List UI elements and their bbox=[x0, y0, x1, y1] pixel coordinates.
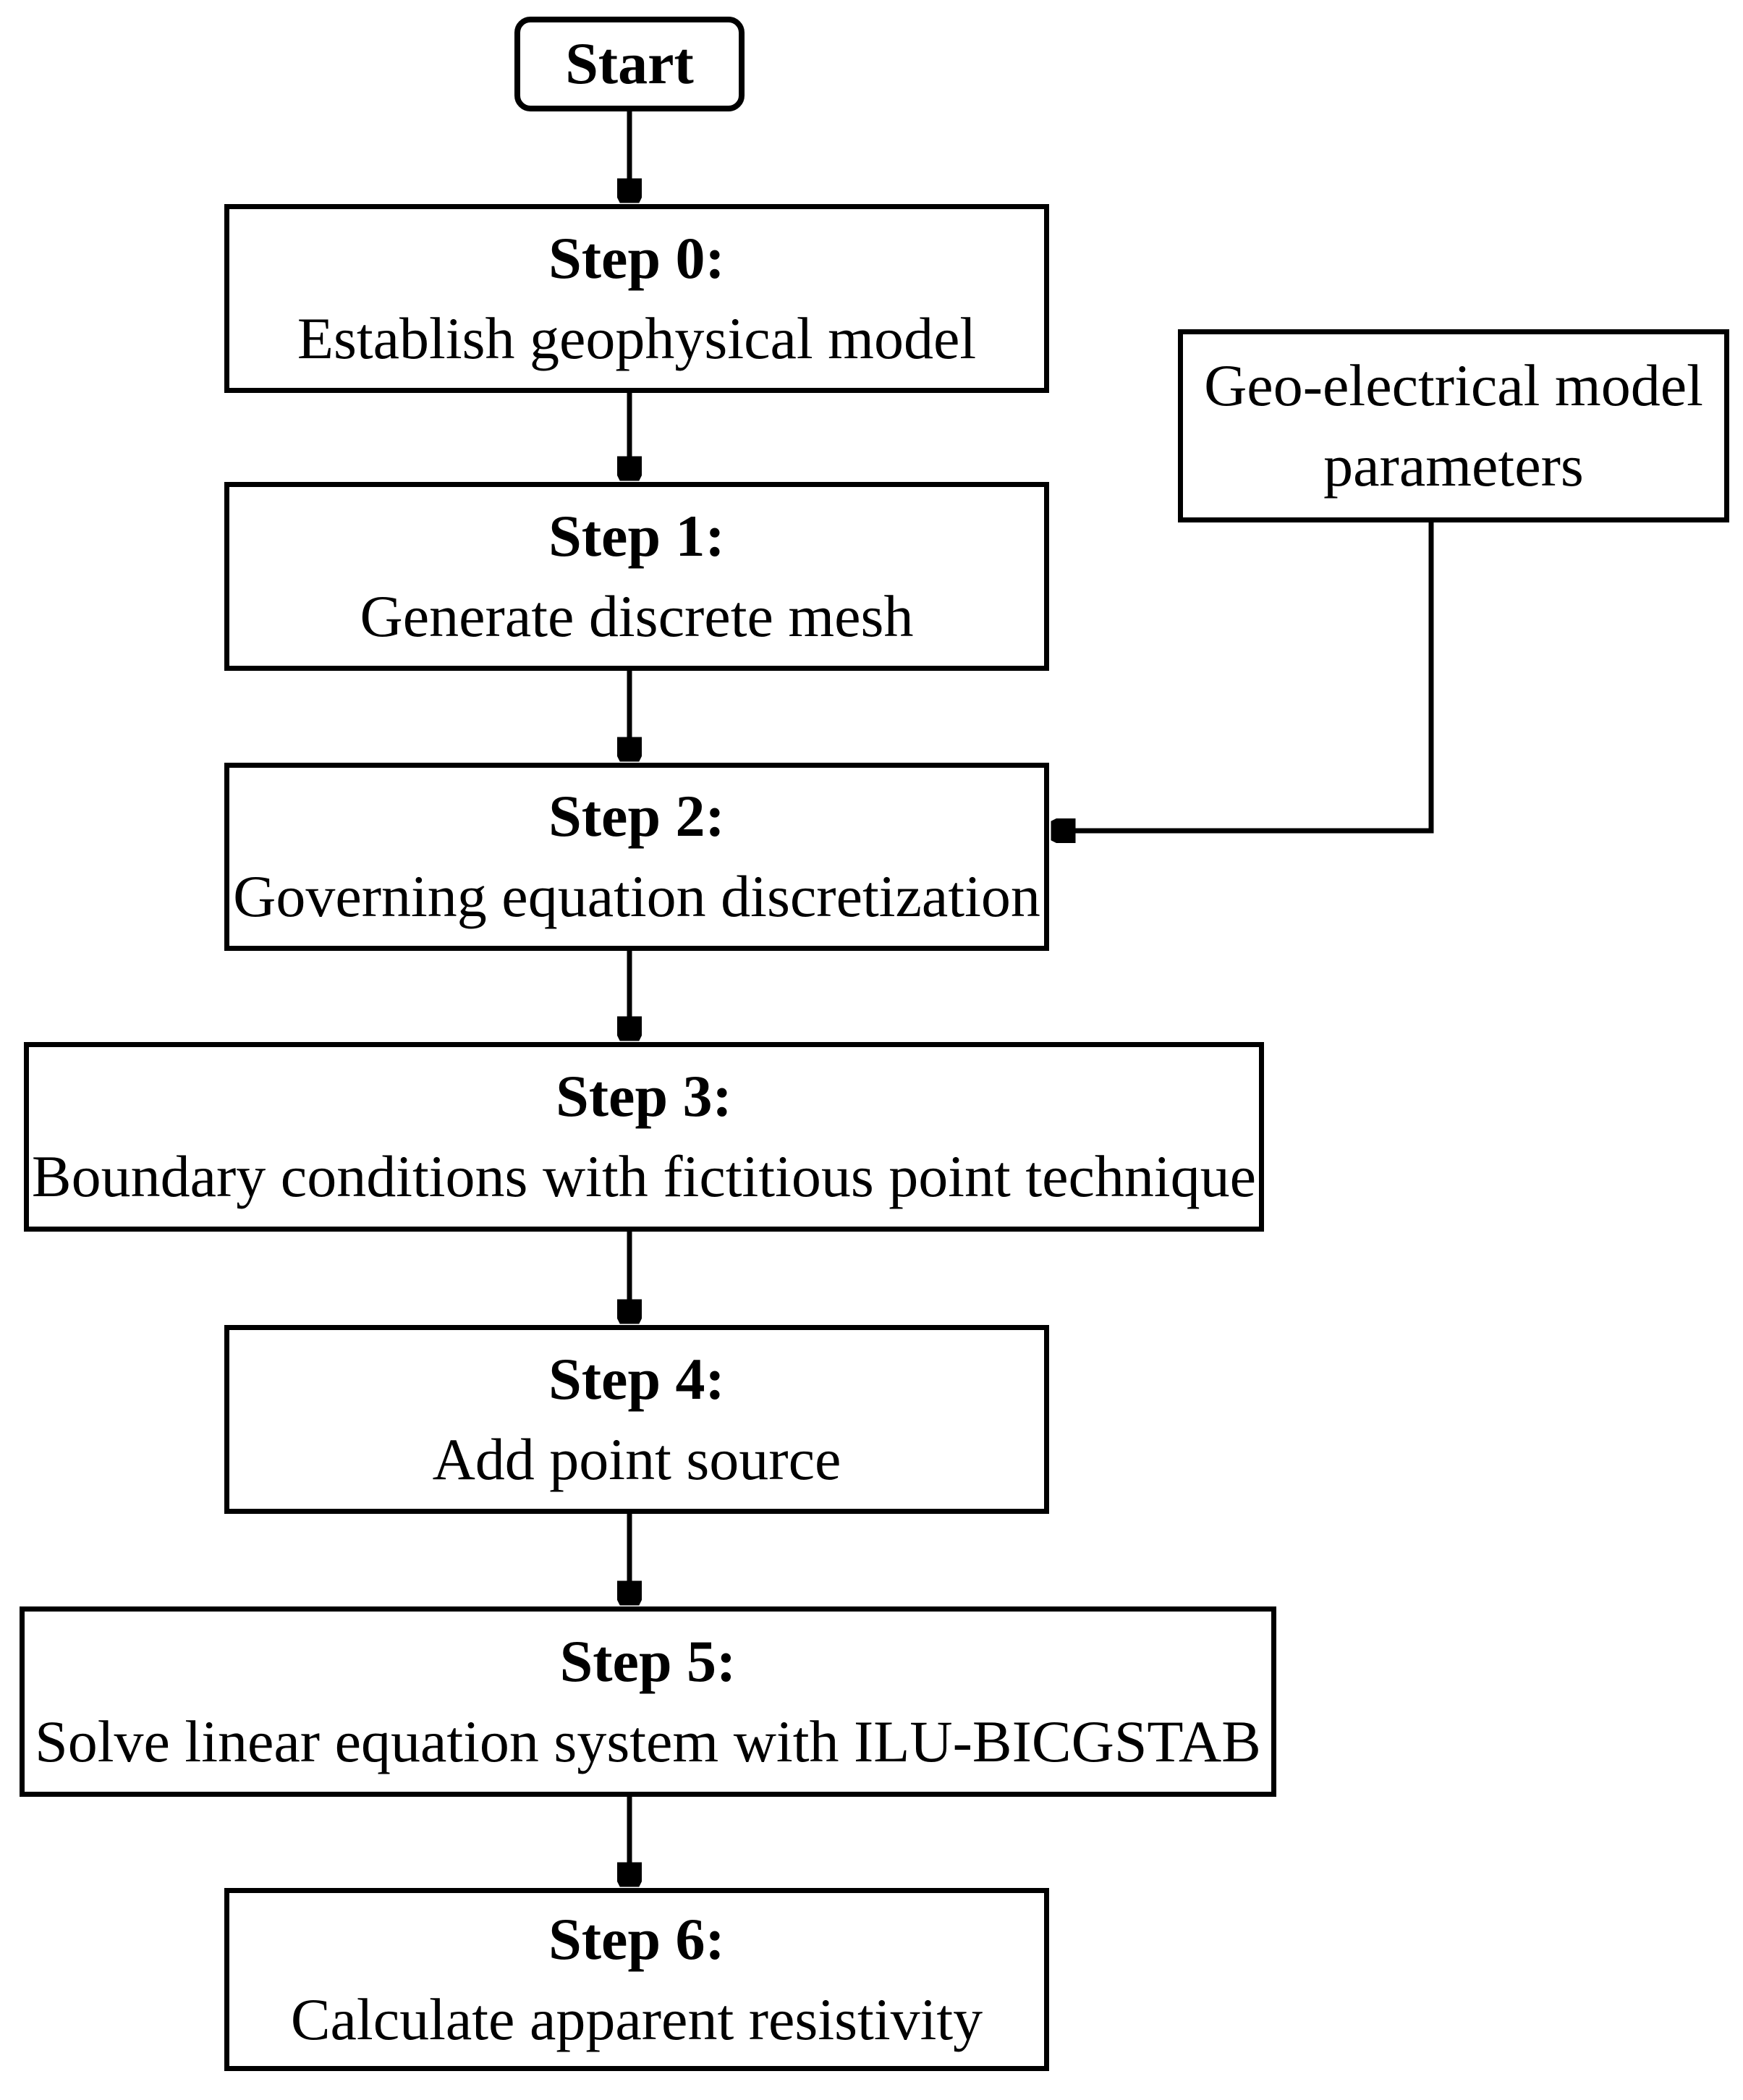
step-0-description: Establish geophysical model bbox=[297, 305, 977, 371]
step-2-description: Governing equation discretization bbox=[233, 863, 1040, 929]
step-5-title: Step 5: bbox=[559, 1627, 737, 1694]
step-5-description: Solve linear equation system with ILU-BI… bbox=[35, 1708, 1261, 1774]
step-1-title: Step 1: bbox=[548, 502, 725, 569]
step-4-title: Step 4: bbox=[548, 1345, 725, 1412]
step-4-description: Add point source bbox=[432, 1426, 841, 1492]
start-node: Start bbox=[514, 17, 745, 111]
start-label: Start bbox=[565, 30, 694, 97]
step-1-description: Generate discrete mesh bbox=[360, 583, 914, 649]
step-6-title: Step 6: bbox=[548, 1905, 725, 1972]
step-2-node: Step 2: Governing equation discretizatio… bbox=[224, 763, 1049, 951]
step-0-node: Step 0: Establish geophysical model bbox=[224, 204, 1049, 393]
step-3-title: Step 3: bbox=[556, 1063, 732, 1130]
step-5-node: Step 5: Solve linear equation system wit… bbox=[20, 1606, 1276, 1797]
arrow-side-input-to-step2 bbox=[1053, 520, 1434, 831]
step-3-description: Boundary conditions with fictitious poin… bbox=[31, 1143, 1257, 1209]
step-0-title: Step 0: bbox=[548, 224, 725, 291]
step-6-node: Step 6: Calculate apparent resistivity bbox=[224, 1888, 1049, 2071]
step-1-node: Step 1: Generate discrete mesh bbox=[224, 482, 1049, 671]
step-3-node: Step 3: Boundary conditions with fictiti… bbox=[24, 1042, 1264, 1232]
step-6-description: Calculate apparent resistivity bbox=[290, 1986, 983, 2052]
side-input-node: Geo-electrical model parameters bbox=[1178, 329, 1729, 522]
step-4-node: Step 4: Add point source bbox=[224, 1325, 1049, 1514]
step-2-title: Step 2: bbox=[548, 783, 725, 850]
side-input-line2: parameters bbox=[1323, 432, 1584, 499]
side-input-line1: Geo-electrical model bbox=[1204, 352, 1703, 418]
